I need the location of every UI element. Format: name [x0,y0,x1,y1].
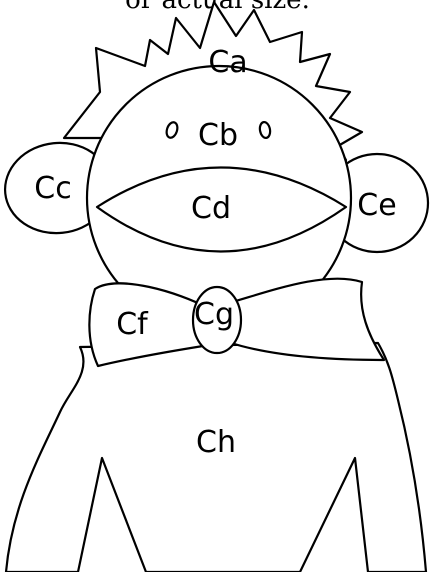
left-eye [165,121,179,139]
label-cf: Cf [116,307,149,342]
mouth-piece [95,166,348,253]
label-cd: Cd [191,191,231,226]
label-cg: Cg [194,297,234,332]
right-eye [258,120,272,140]
label-cb: Cb [198,118,238,153]
label-cc: Cc [34,171,71,206]
body-piece [4,341,428,572]
label-ca: Ca [208,45,247,80]
bow-knot-piece [191,285,243,355]
label-ce: Ce [357,188,396,223]
label-ch: Ch [196,425,236,460]
